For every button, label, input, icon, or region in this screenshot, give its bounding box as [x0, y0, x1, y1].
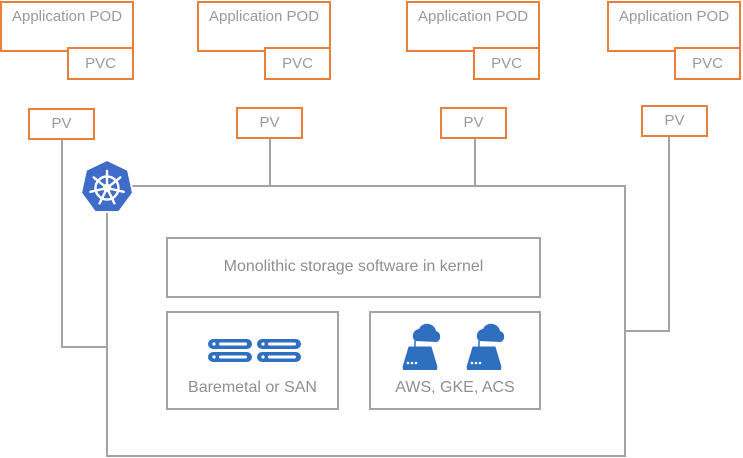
baremetal-label: Baremetal or SAN	[188, 379, 317, 396]
pvc-4-label: PVC	[692, 55, 723, 72]
application-pod-1: Application POD	[0, 1, 134, 52]
pv-2-label: PV	[259, 114, 280, 131]
pvc-2: PVC	[264, 47, 331, 80]
pvc-3-label: PVC	[491, 55, 522, 72]
pvc-1-label: PVC	[85, 55, 116, 72]
pvc-2-label: PVC	[282, 55, 313, 72]
pv-3-label: PV	[463, 114, 484, 131]
connector-pv1-vertical	[61, 139, 63, 348]
connector-pv3-vertical	[474, 138, 476, 187]
cloud-label: AWS, GKE, ACS	[395, 379, 515, 396]
kubernetes-helm-icon	[78, 158, 136, 216]
storage-software-box: Monolithic storage software in kernel	[166, 237, 541, 298]
pvc-3: PVC	[473, 47, 540, 80]
pvc-4: PVC	[674, 47, 741, 80]
connector-pv4-vertical	[668, 136, 670, 332]
application-pod-1-label: Application POD	[11, 8, 123, 25]
storage-software-label: Monolithic storage software in kernel	[223, 258, 484, 275]
pv-1: PV	[28, 108, 95, 140]
application-pod-3-label: Application POD	[417, 8, 529, 25]
pv-4-label: PV	[664, 112, 685, 129]
pvc-1: PVC	[67, 47, 134, 80]
pv-1-label: PV	[51, 115, 72, 132]
cloud-server-icon	[401, 323, 443, 371]
application-pod-3: Application POD	[406, 1, 540, 52]
server-rack-icon	[206, 337, 303, 365]
pv-2: PV	[236, 107, 303, 139]
application-pod-2-label: Application POD	[208, 8, 320, 25]
pv-3: PV	[440, 107, 507, 139]
pv-4: PV	[641, 105, 708, 137]
cloud-server-icon	[465, 323, 507, 371]
baremetal-box: Baremetal or SAN	[166, 311, 339, 410]
connector-pv2-vertical	[269, 138, 271, 187]
cloud-box: AWS, GKE, ACS	[369, 311, 541, 410]
application-pod-4-label: Application POD	[618, 8, 730, 25]
connector-pv4-horizontal	[624, 330, 670, 332]
application-pod-2: Application POD	[197, 1, 331, 52]
application-pod-4: Application POD	[607, 1, 741, 52]
connector-pv1-horizontal	[61, 346, 108, 348]
